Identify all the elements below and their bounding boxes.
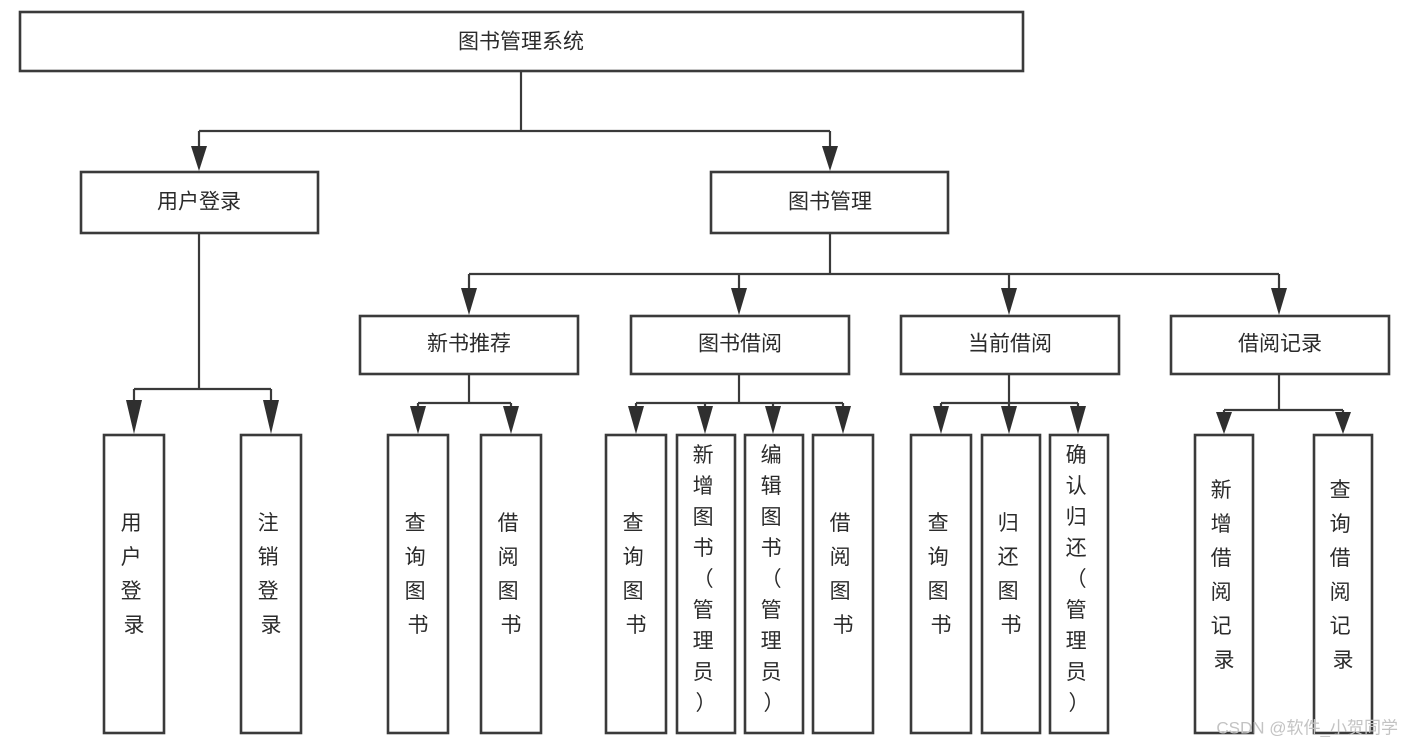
node-user-login-label: 用户登录	[157, 191, 241, 214]
leaf-node-add-book-admin[interactable]: 新 增 图 书 （ 管 理 员 ）	[675, 433, 737, 735]
node-book-borrow-label: 图书借阅	[698, 333, 782, 356]
arrow-head-l3-0	[461, 288, 477, 315]
arrow-head-leaf-4	[628, 406, 644, 434]
node-root[interactable]: 图书管理系统	[18, 10, 1025, 73]
node-book-management[interactable]: 图书管理	[709, 170, 950, 235]
node-book-management-label: 图书管理	[788, 191, 872, 214]
csdn-watermark: CSDN @软件_小贺同学	[1216, 718, 1398, 737]
arrow-head-leaf-11	[1216, 412, 1232, 434]
leaf-node-query-borrow-record-box[interactable]	[1312, 433, 1374, 735]
node-current-borrow-box[interactable]	[899, 314, 1121, 376]
arrow-head-leaf-0	[126, 400, 142, 434]
arrow-head-leaf-8	[933, 406, 949, 434]
arrow-head-leaf-7	[835, 406, 851, 434]
leaf-node-add-book-admin-label: 新 增 图 书 （ 管 理 员 ）	[693, 444, 720, 715]
leaf-node-query-book-borrow[interactable]: 查 询 图 书	[604, 433, 668, 735]
leaf-node-add-borrow-record[interactable]: 新 增 借 阅 记 录	[1193, 433, 1255, 735]
node-book-borrow-box[interactable]	[629, 314, 851, 376]
node-current-borrow-label: 当前借阅	[968, 333, 1052, 356]
arrow-head-l2-1	[822, 146, 838, 171]
leaf-node-confirm-return-admin-label: 确 认 归 还 （ 管 理 员 ）	[1066, 444, 1093, 715]
node-borrow-record-label: 借阅记录	[1238, 333, 1322, 356]
leaf-node-return-book[interactable]: 归 还 图 书	[980, 433, 1042, 735]
leaf-node-user-login-box[interactable]	[102, 433, 166, 735]
arrow-head-leaf-10	[1070, 406, 1086, 434]
leaf-node-user-login-label: 用 户 登 录	[121, 512, 148, 637]
arrow-head-leaf-12	[1335, 412, 1351, 434]
node-current-borrow[interactable]: 当前借阅	[899, 314, 1121, 376]
arrow-head-leaf-2	[410, 406, 426, 434]
leaf-node-query-book-recommend-box[interactable]	[386, 433, 450, 735]
leaf-node-confirm-return-admin-box[interactable]	[1048, 433, 1110, 735]
leaf-node-add-book-admin-box[interactable]	[675, 433, 737, 735]
node-new-book-recommend-label: 新书推荐	[427, 333, 511, 356]
leaf-node-add-borrow-record-label: 新 增 借 阅 记 录	[1211, 479, 1238, 672]
arrow-head-l3-3	[1271, 288, 1287, 315]
leaf-node-add-borrow-record-box[interactable]	[1193, 433, 1255, 735]
leaf-node-logout[interactable]: 注 销 登 录	[239, 433, 303, 735]
leaf-node-query-book-recommend[interactable]: 查 询 图 书	[386, 433, 450, 735]
leaf-node-query-borrow-record-label: 查 询 借 阅 记 录	[1330, 479, 1357, 672]
arrow-head-leaf-9	[1001, 406, 1017, 434]
leaf-node-query-book-current-label: 查 询 图 书	[928, 512, 955, 637]
leaf-node-logout-label: 注 销 登 录	[258, 512, 285, 637]
leaf-node-borrow-book-recommend-label: 借 阅 图 书	[498, 512, 525, 637]
node-book-management-box[interactable]	[709, 170, 950, 235]
node-user-login[interactable]: 用户登录	[79, 170, 320, 235]
arrow-head-l2-0	[191, 146, 207, 171]
leaf-node-edit-book-admin[interactable]: 编 辑 图 书 （ 管 理 员 ）	[743, 433, 805, 735]
connector-layer	[126, 71, 1351, 434]
leaf-node-borrow-book-label: 借 阅 图 书	[830, 512, 857, 637]
arrow-head-leaf-1	[263, 400, 279, 434]
node-new-book-recommend-box[interactable]	[358, 314, 580, 376]
leaf-node-edit-book-admin-label: 编 辑 图 书 （ 管 理 员 ）	[761, 444, 788, 715]
arrow-head-l3-1	[731, 288, 747, 315]
arrow-head-leaf-5	[697, 406, 713, 434]
leaf-node-borrow-book-recommend[interactable]: 借 阅 图 书	[479, 433, 543, 735]
arrow-head-leaf-6	[765, 406, 781, 434]
leaf-node-borrow-book[interactable]: 借 阅 图 书	[811, 433, 875, 735]
leaf-node-user-login[interactable]: 用 户 登 录	[102, 433, 166, 735]
leaf-node-logout-box[interactable]	[239, 433, 303, 735]
arrow-head-l3-2	[1001, 288, 1017, 315]
leaf-node-query-book-recommend-label: 查 询 图 书	[405, 512, 432, 637]
node-book-borrow[interactable]: 图书借阅	[629, 314, 851, 376]
leaf-node-confirm-return-admin[interactable]: 确 认 归 还 （ 管 理 员 ）	[1048, 433, 1110, 735]
node-borrow-record[interactable]: 借阅记录	[1169, 314, 1391, 376]
leaf-node-query-borrow-record[interactable]: 查 询 借 阅 记 录	[1312, 433, 1374, 735]
leaf-node-query-book-current-box[interactable]	[909, 433, 973, 735]
node-root-box[interactable]	[18, 10, 1025, 73]
leaf-node-return-book-label: 归 还 图 书	[998, 512, 1025, 637]
leaf-node-query-book-current[interactable]: 查 询 图 书	[909, 433, 973, 735]
leaf-node-edit-book-admin-box[interactable]	[743, 433, 805, 735]
leaf-node-borrow-book-box[interactable]	[811, 433, 875, 735]
node-borrow-record-box[interactable]	[1169, 314, 1391, 376]
node-user-login-box[interactable]	[79, 170, 320, 235]
leaf-node-query-book-borrow-label: 查 询 图 书	[623, 512, 650, 637]
leaf-node-query-book-borrow-box[interactable]	[604, 433, 668, 735]
arrow-head-leaf-3	[503, 406, 519, 434]
node-new-book-recommend[interactable]: 新书推荐	[358, 314, 580, 376]
leaf-node-return-book-box[interactable]	[980, 433, 1042, 735]
node-root-label: 图书管理系统	[458, 31, 584, 54]
leaf-node-borrow-book-recommend-box[interactable]	[479, 433, 543, 735]
